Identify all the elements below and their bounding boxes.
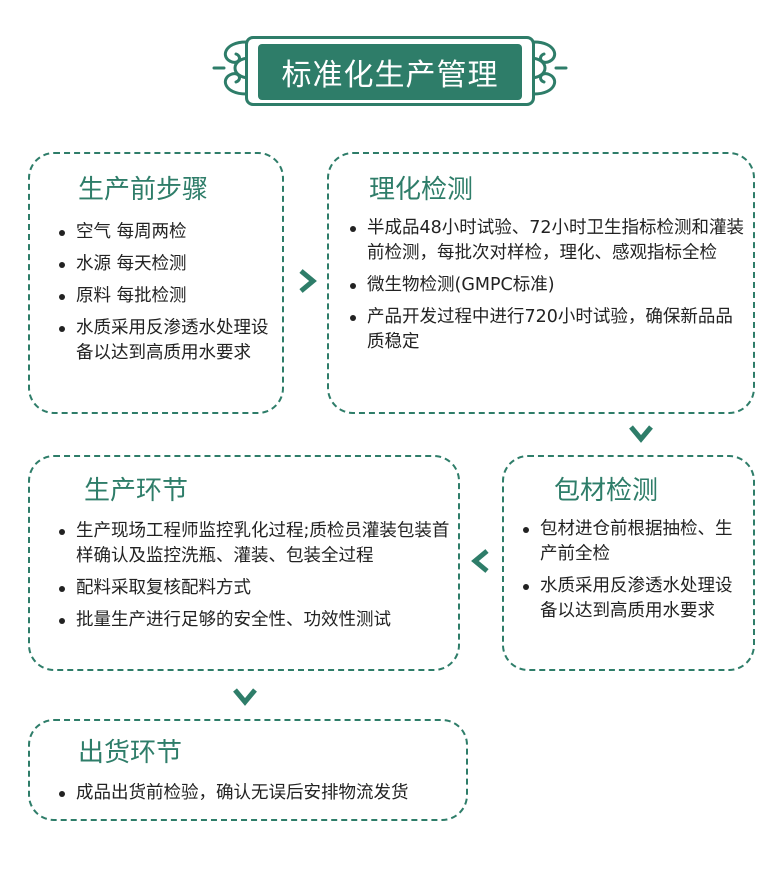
- panel-list: 成品出货前检验，确认无误后安排物流发货: [56, 781, 460, 813]
- panel-production-prep: 生产前步骤 空气 每周两检 水源 每天检测 原料 每批检测 水质采用反渗透水处理…: [28, 152, 284, 414]
- panel-title: 生产前步骤: [78, 175, 209, 205]
- list-item: 原料 每批检测: [56, 284, 270, 309]
- title-banner: 标准化生产管理: [0, 0, 780, 130]
- panel-list: 半成品48小时试验、72小时卫生指标检测和灌装前检测，每批次对样检，理化、感观指…: [347, 216, 747, 362]
- list-item: 批量生产进行足够的安全性、功效性测试: [56, 608, 452, 633]
- list-item: 生产现场工程师监控乳化过程;质检员灌装包装首样确认及监控洗瓶、灌装、包装全过程: [56, 519, 452, 569]
- panel-title: 理化检测: [369, 175, 474, 205]
- list-item: 半成品48小时试验、72小时卫生指标检测和灌装前检测，每批次对样检，理化、感观指…: [347, 216, 747, 266]
- panel-list: 空气 每周两检 水源 每天检测 原料 每批检测 水质采用反渗透水处理设备以达到高…: [56, 220, 270, 373]
- panel-list: 包材进仓前根据抽检、生产前全检 水质采用反渗透水处理设备以达到高质用水要求: [520, 517, 746, 631]
- list-item: 配料采取复核配料方式: [56, 576, 452, 601]
- panel-list: 生产现场工程师监控乳化过程;质检员灌装包装首样确认及监控洗瓶、灌装、包装全过程 …: [56, 519, 452, 640]
- page-title: 标准化生产管理: [258, 44, 522, 100]
- list-item: 微生物检测(GMPC标准): [347, 273, 747, 298]
- panel-physicochemical: 理化检测 半成品48小时试验、72小时卫生指标检测和灌装前检测，每批次对样检，理…: [327, 152, 755, 414]
- list-item: 成品出货前检验，确认无误后安排物流发货: [56, 781, 460, 806]
- list-item: 包材进仓前根据抽检、生产前全检: [520, 517, 746, 567]
- panel-title: 生产环节: [84, 476, 189, 506]
- panel-shipping: 出货环节 成品出货前检验，确认无误后安排物流发货: [28, 719, 468, 821]
- chevron-right-icon: [299, 269, 317, 293]
- chevron-down-icon: [629, 425, 653, 443]
- panel-title: 包材检测: [554, 476, 659, 506]
- list-item: 空气 每周两检: [56, 220, 270, 245]
- panel-title: 出货环节: [78, 738, 183, 768]
- panel-packaging-test: 包材检测 包材进仓前根据抽检、生产前全检 水质采用反渗透水处理设备以达到高质用水…: [502, 455, 755, 671]
- list-item: 水质采用反渗透水处理设备以达到高质用水要求: [520, 574, 746, 624]
- panel-production: 生产环节 生产现场工程师监控乳化过程;质检员灌装包装首样确认及监控洗瓶、灌装、包…: [28, 455, 460, 671]
- list-item: 水源 每天检测: [56, 252, 270, 277]
- list-item: 产品开发过程中进行720小时试验，确保新品品质稳定: [347, 305, 747, 355]
- list-item: 水质采用反渗透水处理设备以达到高质用水要求: [56, 316, 270, 366]
- chevron-down-icon: [233, 688, 257, 706]
- chevron-left-icon: [471, 549, 489, 573]
